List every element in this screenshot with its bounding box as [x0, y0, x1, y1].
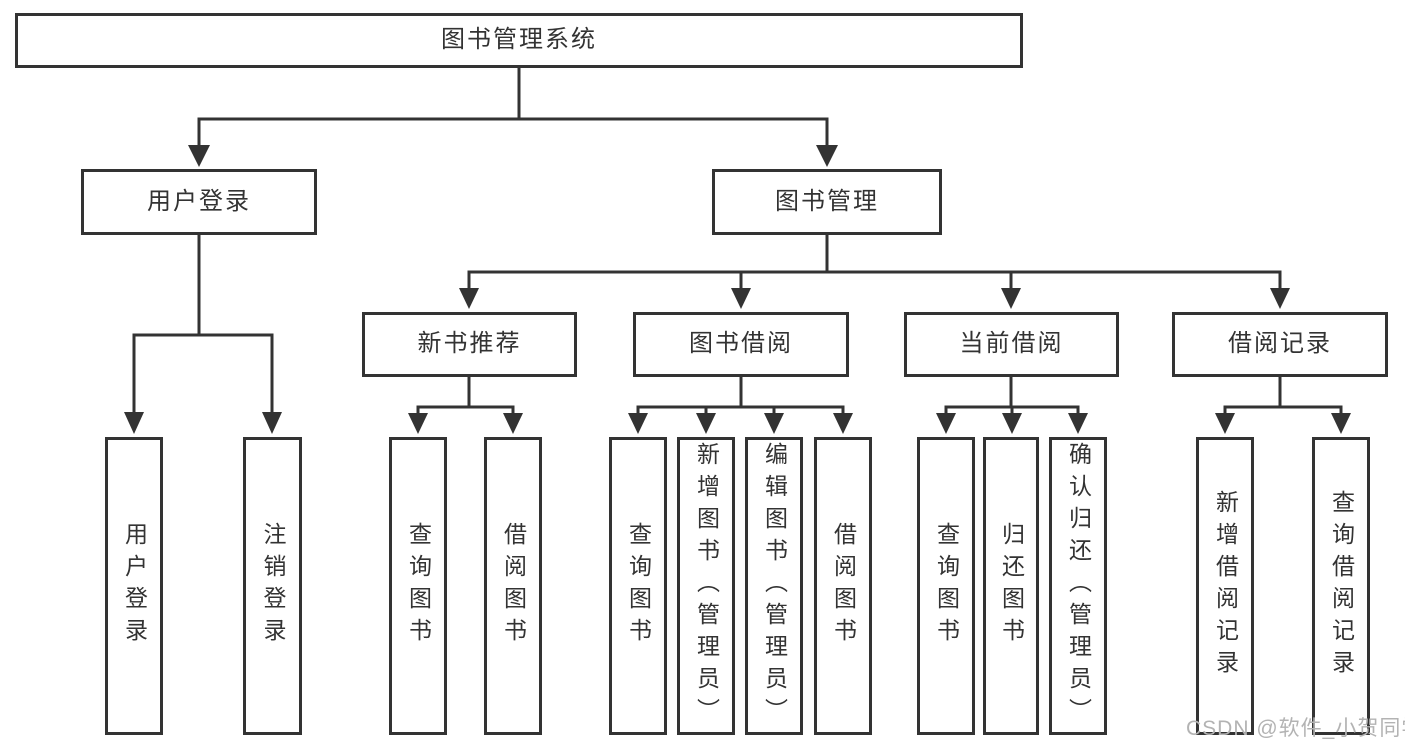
- node-book-borrow: 图书借阅: [633, 312, 849, 377]
- leaf-logout: 注销登录: [243, 437, 302, 735]
- leaf-borrow-query-books-label: 查询图书: [625, 522, 652, 650]
- leaf-borrow-borrow-books: 借阅图书: [814, 437, 872, 735]
- leaf-borrow-edit-books-admin-label: 编辑图书（管理员）: [761, 442, 788, 730]
- node-book-management-label: 图书管理: [775, 187, 879, 215]
- csdn-watermark: CSDN @软件_小贺同学: [1186, 717, 1405, 740]
- leaf-current-query-books: 查询图书: [917, 437, 975, 735]
- leaf-current-confirm-return-admin-label: 确认归还（管理员）: [1065, 442, 1092, 730]
- leaf-record-add-borrow-record-label: 新增借阅记录: [1212, 490, 1239, 682]
- node-book-borrow-label: 图书借阅: [689, 330, 793, 358]
- node-new-book-recommend-label: 新书推荐: [417, 330, 522, 358]
- node-current-borrow-label: 当前借阅: [959, 330, 1064, 358]
- leaf-current-return-books: 归还图书: [983, 437, 1039, 735]
- leaf-borrow-add-books-admin: 新增图书（管理员）: [677, 437, 735, 735]
- node-borrow-record: 借阅记录: [1172, 312, 1388, 377]
- leaf-current-query-books-label: 查询图书: [933, 522, 960, 650]
- leaf-borrow-edit-books-admin: 编辑图书（管理员）: [745, 437, 803, 735]
- leaf-current-confirm-return-admin: 确认归还（管理员）: [1049, 437, 1107, 735]
- node-current-borrow: 当前借阅: [904, 312, 1119, 377]
- node-borrow-record-label: 借阅记录: [1228, 330, 1332, 358]
- leaf-borrow-borrow-books-label: 借阅图书: [830, 522, 857, 650]
- leaf-record-add-borrow-record: 新增借阅记录: [1196, 437, 1254, 735]
- leaf-newbook-borrow-books-label: 借阅图书: [500, 522, 527, 650]
- leaf-user-login-label: 用户登录: [121, 522, 148, 650]
- leaf-logout-label: 注销登录: [260, 522, 286, 650]
- leaf-current-return-books-label: 归还图书: [998, 522, 1025, 650]
- node-book-management: 图书管理: [712, 169, 942, 235]
- leaf-borrow-add-books-admin-label: 新增图书（管理员）: [693, 442, 720, 730]
- leaf-borrow-query-books: 查询图书: [609, 437, 667, 735]
- node-root-library-management-system: 图书管理系统: [15, 13, 1023, 68]
- leaf-newbook-borrow-books: 借阅图书: [484, 437, 542, 735]
- leaf-newbook-query-books-label: 查询图书: [405, 522, 432, 650]
- leaf-newbook-query-books: 查询图书: [389, 437, 447, 735]
- node-user-login-label: 用户登录: [147, 187, 251, 215]
- node-user-login: 用户登录: [81, 169, 317, 235]
- leaf-record-query-borrow-record-label: 查询借阅记录: [1328, 490, 1355, 682]
- node-root-label: 图书管理系统: [441, 26, 597, 54]
- leaf-record-query-borrow-record: 查询借阅记录: [1312, 437, 1370, 735]
- node-new-book-recommend: 新书推荐: [362, 312, 577, 377]
- leaf-user-login: 用户登录: [105, 437, 163, 735]
